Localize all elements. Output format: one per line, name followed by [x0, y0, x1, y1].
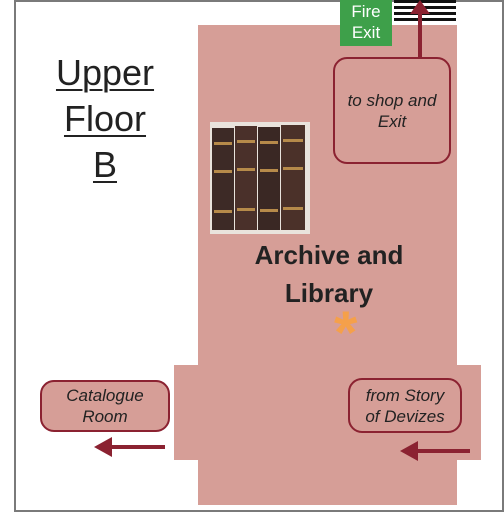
story-label-line-1: from Story	[365, 385, 445, 405]
floor-title-line-1: Upper	[55, 52, 155, 93]
floor-plan-frame-right-wall	[502, 0, 504, 512]
story-label-line-2: of Devizes	[365, 406, 445, 426]
floor-plan-frame	[14, 0, 503, 512]
catalogue-label-line-1: Catalogue	[66, 386, 144, 405]
catalogue-label-line-2: Room	[82, 407, 128, 426]
catalogue-room-label: Catalogue Room	[40, 380, 170, 432]
asterisk-icon: *	[334, 299, 358, 366]
stairs-icon	[394, 0, 456, 25]
from-story-label: from Story of Devizes	[348, 378, 462, 433]
shop-label-line-2: Exit	[377, 111, 407, 131]
floor-title-line-3: B	[92, 144, 117, 185]
floor-title-line-2: Floor	[63, 98, 147, 139]
fire-exit-sign: Fire Exit	[340, 0, 392, 46]
room-title-line-2: Library	[284, 278, 374, 308]
floor-title: Upper Floor B	[40, 50, 170, 188]
to-shop-exit-label: to shop and Exit	[333, 57, 451, 164]
shop-label-line-1: to shop and	[347, 90, 437, 110]
books-image	[210, 122, 310, 234]
fire-exit-line-2: Exit	[351, 23, 381, 42]
room-title: Archive and Library	[214, 236, 444, 312]
fire-exit-line-1: Fire	[351, 2, 381, 21]
room-title-line-1: Archive and	[254, 240, 404, 270]
room-doorway-left	[174, 365, 204, 460]
